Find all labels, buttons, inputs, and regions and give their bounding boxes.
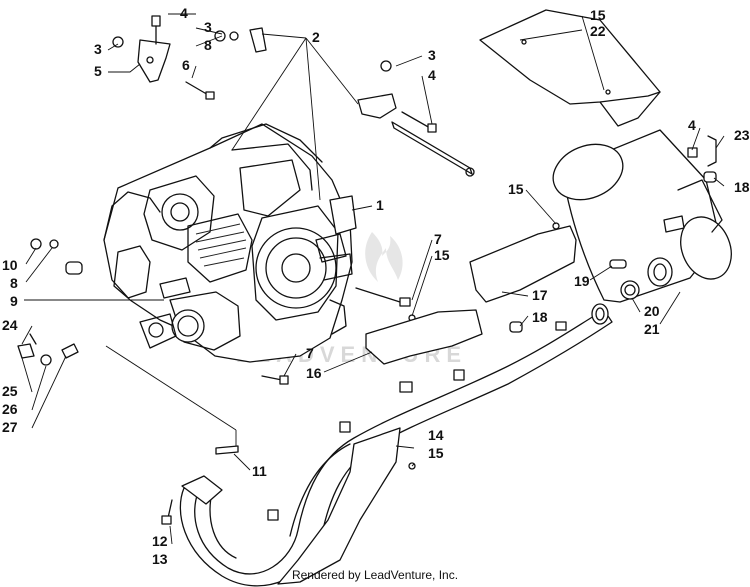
callout-4: 4 [180,5,188,21]
callout-3: 3 [428,47,436,63]
callout-7: 7 [306,345,314,361]
callout-26: 26 [2,401,18,417]
callout-20: 20 [644,303,660,319]
exhaust-bracket-lower [357,93,397,119]
callout-4: 4 [688,117,696,133]
callout-23: 23 [734,127,750,143]
heat-shield-17 [469,225,577,303]
callout-25: 25 [2,383,18,399]
exhaust-bracket-upper [249,27,267,53]
callout-3: 3 [94,41,102,57]
callout-24: 24 [2,317,18,333]
exhaust-mount-bracket [329,195,357,235]
callout-13: 13 [152,551,168,567]
callout-22: 22 [590,23,606,39]
callout-15: 15 [434,247,450,263]
callout-15: 15 [508,181,524,197]
bushing-18-lower [509,321,523,333]
callout-7: 7 [434,231,442,247]
bushing-18-upper [703,171,717,183]
footer-credit: Rendered by LeadVenture, Inc. [291,568,459,582]
callout-17: 17 [532,287,548,303]
callout-5: 5 [94,63,102,79]
spring-19 [609,259,627,269]
hardware-left [17,15,239,366]
callout-14: 14 [428,427,444,443]
callout-3: 3 [204,19,212,35]
callout-21: 21 [644,321,660,337]
callout-18: 18 [532,309,548,325]
callout-1: 1 [376,197,384,213]
callout-8: 8 [204,37,212,53]
engine-assembly [103,123,353,363]
callout-4: 4 [428,67,436,83]
callout-labels: 4 3 8 3 5 6 2 3 4 15 22 4 23 18 1 15 7 1… [2,5,750,567]
heat-shield-16 [365,309,483,365]
callout-19: 19 [574,273,590,289]
seal-ring-20 [620,280,640,300]
engine-mount-bracket [137,39,171,83]
callout-11: 11 [252,463,267,479]
callout-16: 16 [306,365,322,381]
hardware-center [261,60,560,470]
callout-15: 15 [428,445,444,461]
leader-lines [21,13,725,545]
callout-8: 8 [10,275,18,291]
callout-12: 12 [152,533,168,549]
callout-2: 2 [312,29,320,45]
callout-18: 18 [734,179,750,195]
muffler [552,129,732,303]
exhaust-gasket [215,445,239,455]
callout-15: 15 [590,7,606,23]
callout-10: 10 [2,257,18,273]
muffler-heat-shield [479,9,661,105]
callout-9: 9 [10,293,18,309]
mounting-rod [391,121,473,175]
pipe-heat-shield-lower [277,427,401,585]
callout-27: 27 [2,419,18,435]
callout-6: 6 [182,57,190,73]
